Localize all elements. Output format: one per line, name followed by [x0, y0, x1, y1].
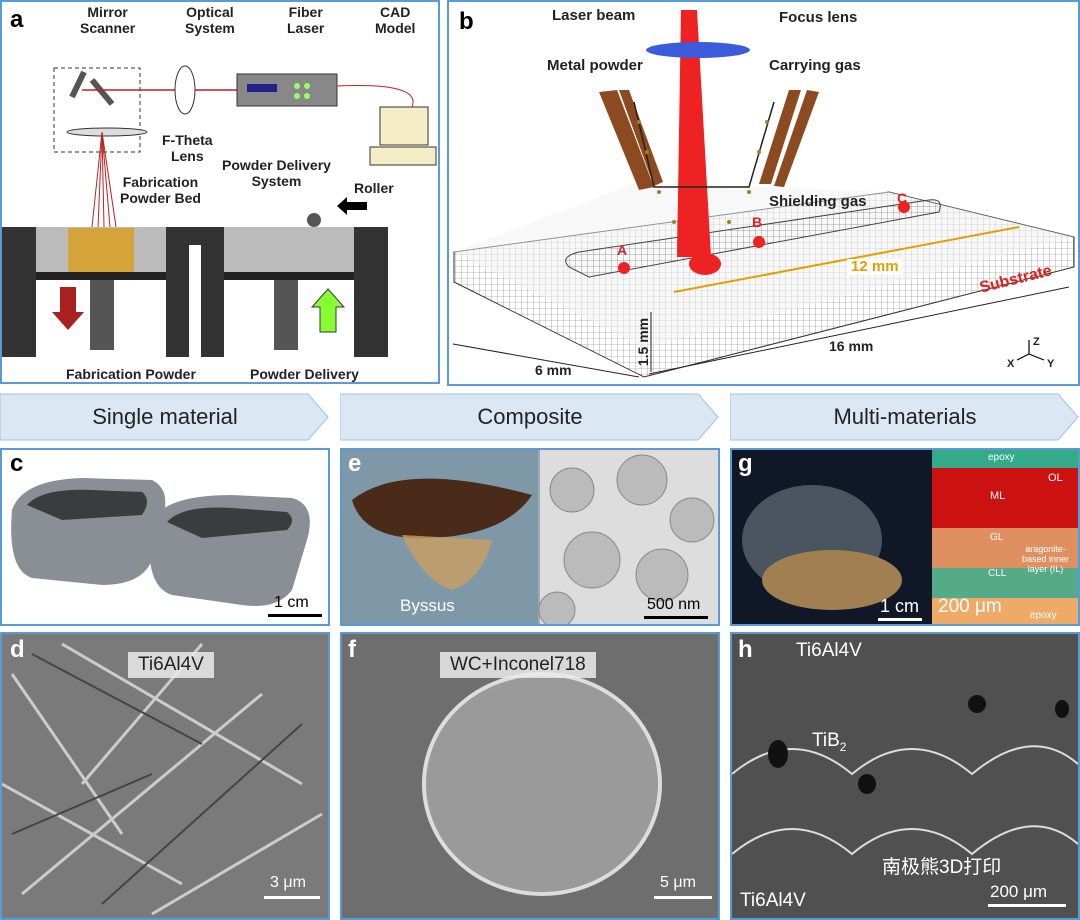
label-powder-delivery: Powder Delivery — [250, 366, 359, 382]
label-16mm: 16 mm — [829, 338, 874, 354]
material-label: WC+Inconel718 — [440, 652, 596, 678]
label-fabrication-powder: Fabrication Powder — [66, 366, 196, 382]
panel-e: e Byssus 500 nm — [340, 448, 720, 626]
label-roller: Roller — [354, 180, 394, 196]
label-fiber-laser: Fiber Laser — [287, 4, 325, 36]
ded-schematic — [452, 10, 1075, 378]
panel-b: b Laser beam Focus lens Metal powder Car… — [447, 0, 1080, 386]
scale-bar — [264, 896, 320, 899]
label-focus-lens: Focus lens — [779, 9, 858, 26]
tib2-text: TiB — [812, 730, 840, 751]
label-optical-system: Optical System — [185, 4, 235, 36]
label-epoxy-bottom: epoxy — [1030, 610, 1057, 621]
sem-ti6al4v-tib2 — [732, 695, 1078, 856]
scale-bar — [268, 614, 322, 617]
label-fabrication-powder-bed: Fabrication Powder Bed — [120, 174, 201, 206]
panel-g: g 1 cm 200 μm epoxy OL ML GL CLL aragoni… — [730, 448, 1080, 626]
panel-label-d: d — [10, 636, 25, 663]
scale-bar — [654, 896, 712, 899]
banner-composite: Composite — [340, 393, 720, 441]
label-cad-model: CAD Model — [375, 4, 416, 36]
label-cll: CLL — [988, 568, 1007, 579]
scale-bar — [988, 904, 1066, 907]
label-inner-layer: aragonite- based inner layer (IL) — [1022, 544, 1070, 574]
banner-label: Single material — [92, 404, 238, 429]
label-tib2: TiB2 — [812, 730, 846, 754]
scale-bar-left — [878, 618, 922, 621]
panel-d: d Ti6Al4V 3 μm — [0, 632, 330, 920]
panel-label-b: b — [459, 8, 474, 35]
label-ml: ML — [990, 490, 1006, 502]
label-top-ti6al4v: Ti6Al4V — [796, 640, 862, 661]
label-metal-powder: Metal powder — [547, 57, 643, 74]
point-c: C — [897, 190, 908, 206]
point-a: A — [617, 242, 628, 258]
panel-label-a: a — [10, 6, 24, 33]
label-12mm: 12 mm — [847, 259, 903, 275]
label-gl: GL — [990, 532, 1004, 543]
watermark: 南极熊3D打印 — [882, 857, 1002, 878]
axis-x: X — [1007, 358, 1015, 370]
axis-z: Z — [1033, 336, 1040, 348]
material-label: Ti6Al4V — [128, 652, 214, 678]
label-shielding-gas: Shielding gas — [769, 193, 867, 210]
banner-multi-materials: Multi-materials — [730, 393, 1080, 441]
banner-label: Composite — [477, 404, 583, 429]
scale-label: 500 nm — [647, 596, 701, 613]
label-epoxy-top: epoxy — [988, 452, 1015, 463]
label-byssus: Byssus — [400, 596, 455, 615]
panel-label-c: c — [10, 450, 24, 477]
label-ol: OL — [1048, 472, 1063, 484]
label-height: 1.5 mm — [635, 317, 652, 367]
panel-c: c 1 cm — [0, 448, 330, 626]
panel-a: a Mirror Scanner Optical System Fiber La… — [0, 0, 440, 384]
scale-label: 3 μm — [270, 874, 306, 891]
scale-label: 1 cm — [274, 594, 309, 611]
panel-f: f WC+Inconel718 5 μm — [340, 632, 720, 920]
label-carrying-gas: Carrying gas — [769, 57, 861, 74]
axis-y: Y — [1047, 358, 1055, 370]
banner-label: Multi-materials — [833, 404, 977, 429]
panel-label-h: h — [738, 636, 753, 663]
scale-bar — [644, 616, 708, 619]
snail-images — [742, 450, 1078, 624]
label-mirror-scanner: Mirror Scanner — [80, 4, 136, 36]
panel-label-f: f — [348, 636, 356, 663]
point-b: B — [752, 214, 763, 230]
implant-image — [11, 478, 310, 606]
label-f-theta-lens: F-Theta Lens — [162, 132, 213, 164]
panel-label-e: e — [348, 450, 362, 477]
panel-h: h Ti6Al4V TiB2 Ti6Al4V 南极熊3D打印 200 μm — [730, 632, 1080, 920]
banner-single-material: Single material — [0, 393, 330, 441]
tib2-subscript: 2 — [839, 739, 847, 754]
label-laser-beam: Laser beam — [552, 7, 636, 24]
scale-label: 5 μm — [660, 874, 696, 891]
scale-label: 200 μm — [990, 882, 1048, 901]
scale-label-right: 200 μm — [938, 596, 1002, 617]
label-powder-delivery-system: Powder Delivery System — [222, 157, 331, 189]
label-6mm: 6 mm — [535, 362, 572, 378]
sls-schematic — [2, 65, 437, 357]
panel-label-g: g — [738, 450, 753, 477]
scale-label-left: 1 cm — [880, 596, 920, 616]
mussel-images — [342, 450, 718, 624]
label-bottom-ti6al4v: Ti6Al4V — [740, 890, 806, 911]
